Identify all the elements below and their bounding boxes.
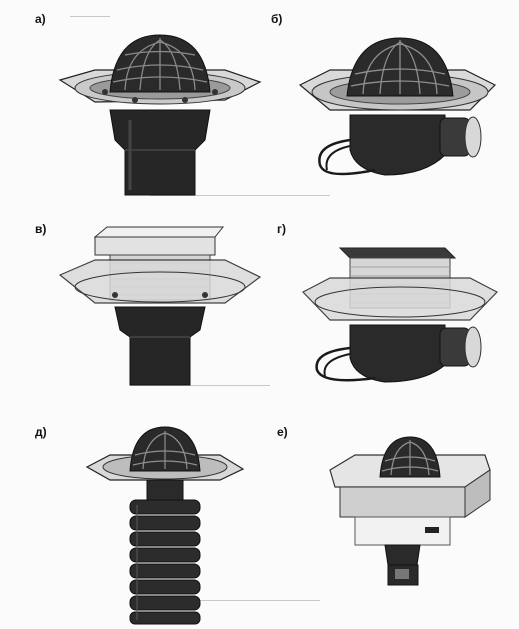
product-photo-e — [325, 435, 495, 595]
product-photo-d — [85, 425, 245, 625]
scan-noise — [200, 600, 320, 601]
product-photo-a — [55, 30, 265, 200]
panel-label-b: б) — [271, 12, 283, 26]
product-photo-v — [55, 225, 265, 390]
panel-label-a: а) — [35, 12, 46, 26]
panel-label-d: д) — [35, 425, 47, 439]
panel-label-v: в) — [35, 222, 47, 236]
panel-label-g: г) — [277, 222, 286, 236]
scan-noise — [70, 16, 110, 17]
scan-noise — [150, 195, 330, 196]
scan-noise — [130, 385, 270, 386]
product-photo-g — [295, 240, 505, 390]
product-photo-b — [295, 30, 505, 190]
panel-label-e: е) — [277, 425, 288, 439]
